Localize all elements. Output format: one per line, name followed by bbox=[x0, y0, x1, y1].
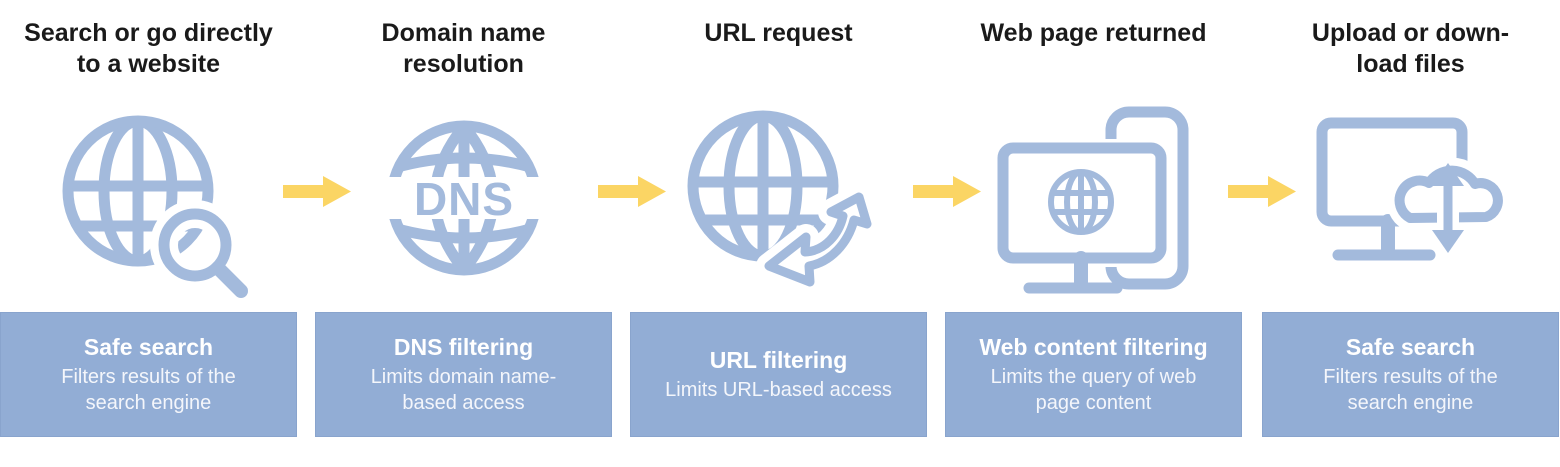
box-text: Filters results of the search engine bbox=[61, 366, 236, 415]
flow-arrow-icon bbox=[1228, 176, 1296, 207]
monitor-phone-globe-icon bbox=[989, 98, 1199, 298]
globe-url-request-icon bbox=[673, 94, 885, 302]
flow-arrow-icon bbox=[913, 176, 981, 207]
filter-box-safe-search: Safe search Filters results of the searc… bbox=[0, 312, 297, 437]
box-title: Safe search bbox=[1345, 333, 1476, 360]
icon-area bbox=[989, 84, 1199, 312]
stage-title: Upload or down- load files bbox=[1311, 19, 1510, 79]
icon-area: DNS bbox=[364, 84, 564, 312]
box-title: Web content filtering bbox=[979, 333, 1208, 360]
stage-file-transfer: Upload or down- load files bbox=[1262, 0, 1559, 467]
monitor-cloud-transfer-icon bbox=[1308, 103, 1513, 293]
stage-url-request: URL request bbox=[630, 0, 927, 467]
box-text: Limits domain name- based access bbox=[370, 366, 557, 415]
box-title: URL filtering bbox=[709, 346, 848, 373]
flow-arrow-icon bbox=[598, 176, 666, 207]
stage-title: Web page returned bbox=[980, 19, 1207, 47]
globe-dns-icon: DNS bbox=[364, 98, 564, 298]
box-text: Limits URL-based access bbox=[665, 379, 892, 402]
filter-box-dns: DNS filtering Limits domain name- based … bbox=[315, 312, 612, 437]
stage-dns: Domain name resolution bbox=[315, 0, 612, 467]
dns-label: DNS bbox=[413, 173, 513, 225]
filter-box-web-content: Web content filtering Limits the query o… bbox=[945, 312, 1242, 437]
flow-arrow-icon bbox=[283, 176, 351, 207]
filter-box-url: URL filtering Limits URL-based access bbox=[630, 312, 927, 437]
stage-web-page: Web page returned bbox=[945, 0, 1242, 467]
box-title: DNS filtering bbox=[393, 333, 534, 360]
stage-title: Search or go directly to a website bbox=[24, 19, 273, 79]
box-title: Safe search bbox=[83, 333, 214, 360]
globe-search-icon bbox=[43, 96, 255, 301]
box-text: Limits the query of web page content bbox=[990, 366, 1197, 415]
box-text: Filters results of the search engine bbox=[1323, 366, 1498, 415]
stage-title: URL request bbox=[704, 19, 853, 47]
icon-area bbox=[43, 84, 255, 312]
stage-search: Search or go directly to a website bbox=[0, 0, 297, 467]
icon-area bbox=[1308, 84, 1513, 312]
stage-title: Domain name resolution bbox=[381, 19, 546, 79]
filter-box-safe-search-2: Safe search Filters results of the searc… bbox=[1262, 312, 1559, 437]
icon-area bbox=[673, 84, 885, 312]
